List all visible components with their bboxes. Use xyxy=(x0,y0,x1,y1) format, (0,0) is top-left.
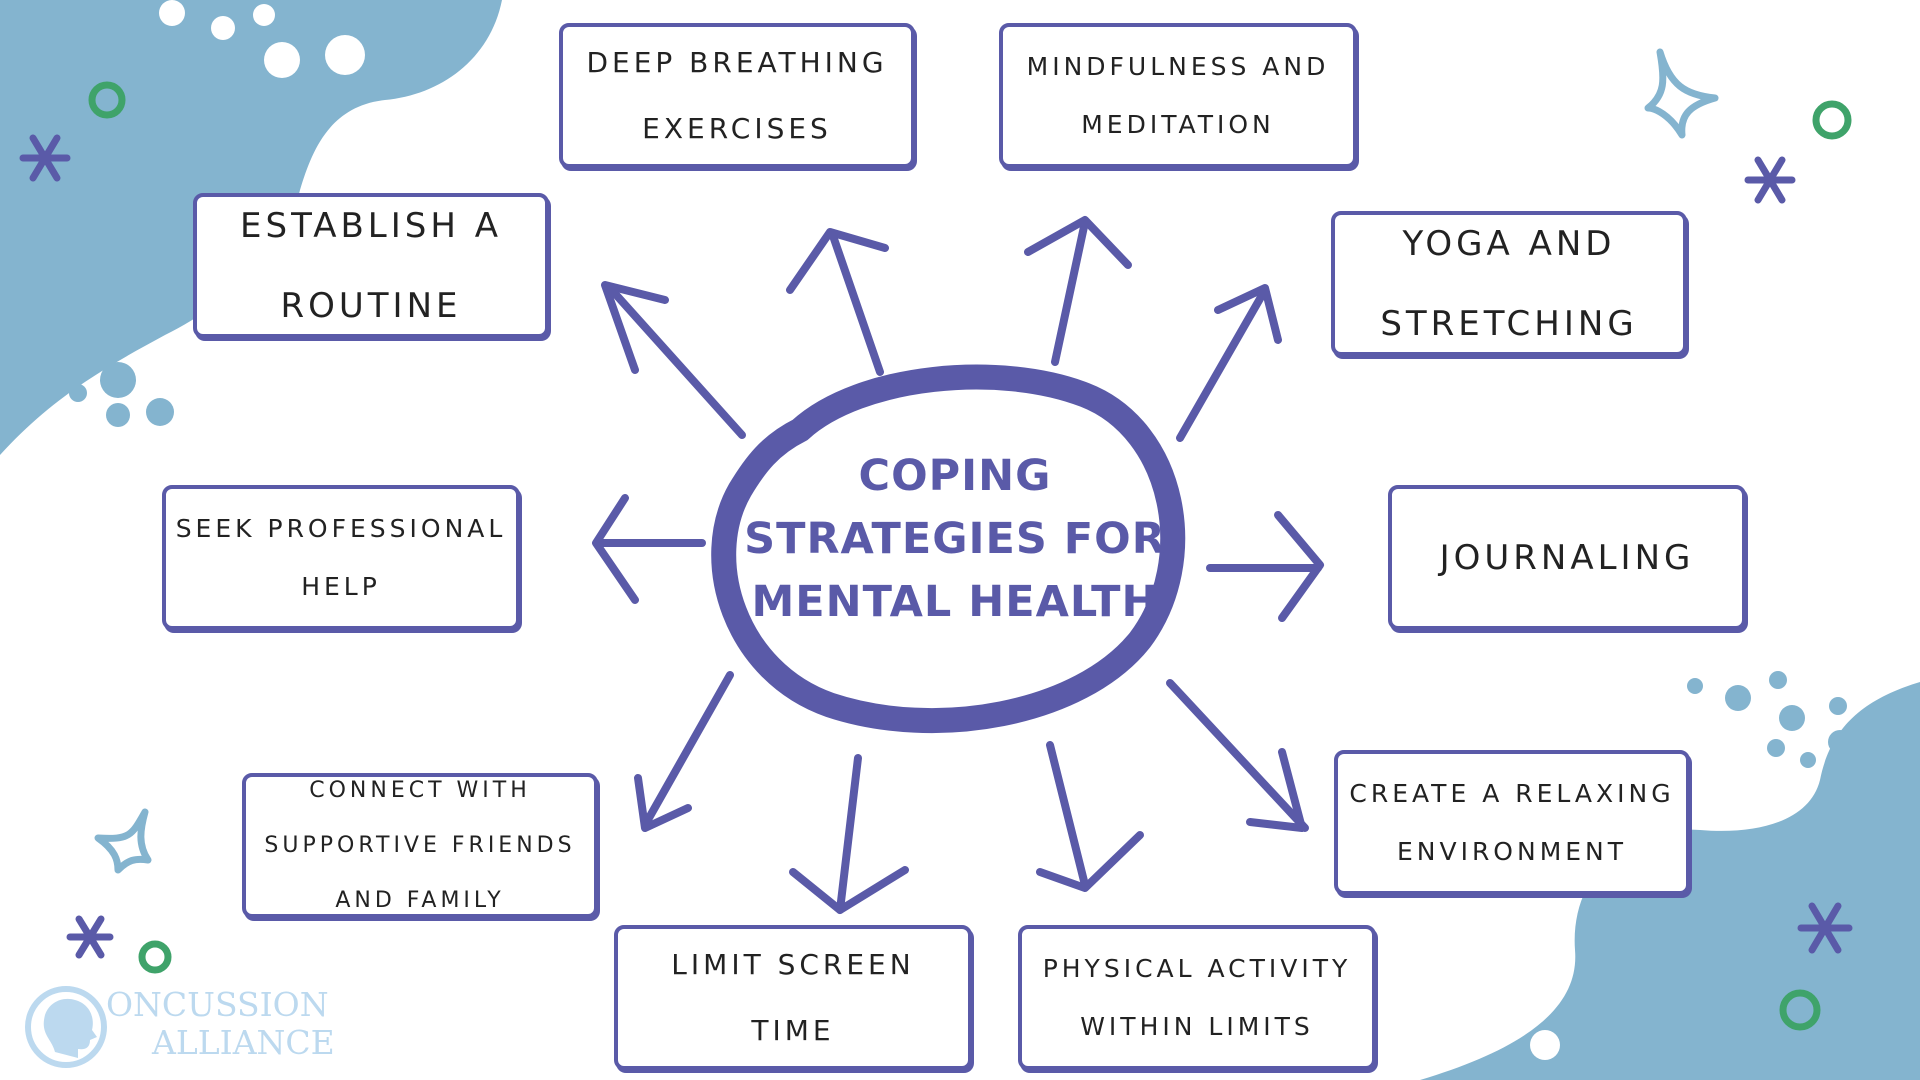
concussion-alliance-head-icon xyxy=(25,986,107,1068)
strategy-line: AND FAMILY xyxy=(335,888,505,913)
strategy-line: WITHIN LIMITS xyxy=(1080,1011,1314,1041)
arrow-to-limit-screen xyxy=(789,754,909,914)
strategy-line: HELP xyxy=(301,571,381,601)
strategy-physical-activity: PHYSICAL ACTIVITY WITHIN LIMITS xyxy=(1018,925,1376,1070)
blue-dots-left xyxy=(69,362,174,427)
sparkle-icons xyxy=(94,48,1719,874)
strategy-line: PHYSICAL ACTIVITY xyxy=(1042,953,1352,983)
strategy-line: SUPPORTIVE FRIENDS xyxy=(264,833,576,858)
center-title-line: COPING xyxy=(858,451,1052,501)
arrow-to-establish-routine xyxy=(601,281,746,439)
strategy-line: SEEK PROFESSIONAL xyxy=(175,513,507,543)
arrow-to-relaxing-environment xyxy=(1166,679,1309,832)
arrow-to-deep-breathing xyxy=(786,228,889,376)
strategy-line: CREATE A RELAXING xyxy=(1349,778,1675,808)
center-title-line: STRATEGIES FOR xyxy=(744,514,1166,564)
strategy-relaxing-environment: CREATE A RELAXING ENVIRONMENT xyxy=(1334,750,1690,895)
logo-line: ALLIANCE xyxy=(152,1023,335,1062)
strategy-line: MINDFULNESS AND xyxy=(1026,51,1330,81)
strategy-line: STRETCHING xyxy=(1380,303,1638,344)
logo-text: ONCUSSION ALLIANCE xyxy=(106,986,335,1062)
strategy-journaling: JOURNALING xyxy=(1388,485,1746,630)
white-dots-top xyxy=(159,0,365,78)
strategy-establish-routine: ESTABLISH A ROUTINE xyxy=(193,193,549,338)
strategy-deep-breathing: DEEP BREATHING EXERCISES xyxy=(559,23,915,168)
arrow-to-physical-activity xyxy=(1036,741,1144,892)
white-dot-bottom xyxy=(1530,1030,1560,1060)
arrow-to-connect xyxy=(634,671,734,832)
center-title-line: MENTAL HEALTH xyxy=(751,577,1159,627)
center-ellipse xyxy=(711,364,1186,734)
strategy-line: JOURNALING xyxy=(1439,537,1695,578)
strategy-line: LIMIT SCREEN xyxy=(671,947,915,981)
arrow-to-seek-help xyxy=(592,494,706,604)
logo-line: ONCUSSION xyxy=(106,985,329,1024)
strategy-line: TIME xyxy=(751,1013,835,1047)
strategy-line: DEEP BREATHING xyxy=(586,45,888,79)
strategy-line: ROUTINE xyxy=(280,285,462,326)
strategy-line: CONNECT WITH xyxy=(309,778,531,803)
asterisk-icons xyxy=(19,134,1853,959)
strategy-yoga: YOGA AND STRETCHING xyxy=(1331,211,1687,356)
arrow-to-journaling xyxy=(1206,511,1324,622)
concussion-alliance-logo: ONCUSSION ALLIANCE xyxy=(26,982,335,1064)
strategy-connect: CONNECT WITH SUPPORTIVE FRIENDS AND FAMI… xyxy=(242,773,598,918)
green-rings xyxy=(88,81,1852,1031)
blue-dots-right xyxy=(1687,671,1852,768)
arrows xyxy=(592,216,1324,914)
strategy-line: YOGA AND xyxy=(1402,223,1616,264)
strategy-line: ENVIRONMENT xyxy=(1396,836,1628,866)
strategy-limit-screen: LIMIT SCREEN TIME xyxy=(614,925,972,1070)
strategy-line: MEDITATION xyxy=(1081,109,1275,139)
strategy-seek-help: SEEK PROFESSIONAL HELP xyxy=(162,485,520,630)
strategy-line: ESTABLISH A xyxy=(240,205,502,246)
arrow-to-mindfulness xyxy=(1024,216,1132,366)
center-title: COPING STRATEGIES FOR MENTAL HEALTH xyxy=(740,445,1170,634)
strategy-mindfulness: MINDFULNESS AND MEDITATION xyxy=(999,23,1357,168)
strategy-line: EXERCISES xyxy=(642,111,832,145)
arrow-to-yoga xyxy=(1176,284,1282,442)
